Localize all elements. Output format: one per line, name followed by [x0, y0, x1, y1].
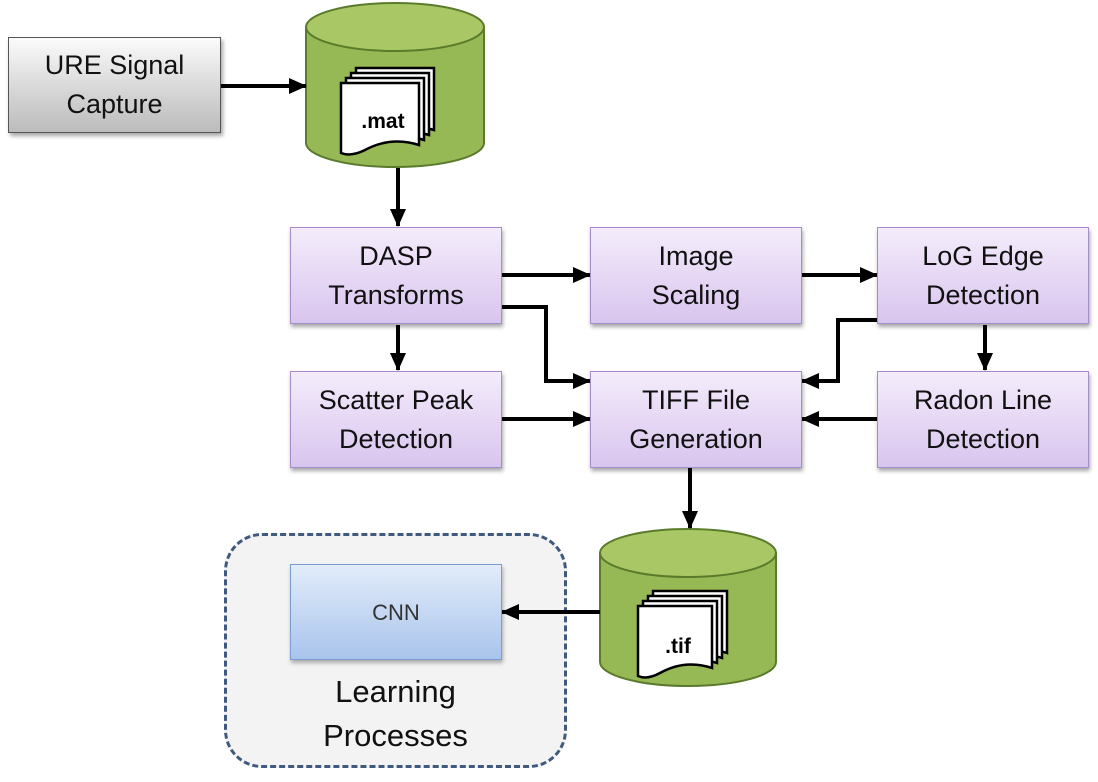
group-label-line-1: Learning [335, 674, 456, 709]
radon-line-detection-label: Radon Line Detection [914, 381, 1052, 459]
tiff-gen-line-2: Generation [629, 423, 763, 454]
mat-cylinder-top [305, 2, 485, 52]
dasp-label-line-2: Transforms [328, 279, 464, 310]
log-edge-line-1: LoG Edge [922, 240, 1044, 271]
log-edge-detection-label: LoG Edge Detection [922, 237, 1044, 315]
image-scaling-line-2: Scaling [651, 279, 741, 310]
log-edge-line-2: Detection [925, 279, 1041, 310]
scatter-peak-line-1: Scatter Peak [318, 384, 474, 415]
image-scaling-line-1: Image [658, 240, 734, 271]
scatter-peak-detection-label: Scatter Peak Detection [319, 381, 474, 459]
group-label-line-2: Processes [323, 718, 468, 753]
learning-processes-label: Learning Processes [224, 670, 567, 758]
arrow-log-edge-to-tiff [801, 318, 877, 389]
cnn-label: CNN [372, 599, 420, 625]
image-scaling-box: Image Scaling [590, 227, 802, 324]
radon-line-1: Radon Line [913, 384, 1053, 415]
tiff-file-generation-box: TIFF File Generation [590, 371, 802, 468]
image-scaling-label: Image Scaling [652, 237, 741, 315]
ure-signal-capture-box: URE Signal Capture [8, 37, 221, 133]
radon-line-2: Detection [925, 423, 1041, 454]
tiff-gen-line-1: TIFF File [642, 384, 750, 415]
tif-file-stack-icon [636, 589, 729, 679]
ure-label-line-1: URE Signal [44, 50, 185, 80]
cnn-box: CNN [290, 564, 502, 660]
radon-line-detection-box: Radon Line Detection [877, 371, 1089, 468]
dasp-transforms-box: DASP Transforms [290, 227, 502, 324]
log-edge-detection-box: LoG Edge Detection [877, 227, 1089, 324]
scatter-peak-detection-box: Scatter Peak Detection [290, 371, 502, 468]
tif-cylinder-top [599, 528, 777, 578]
mat-file-extension: .mat [361, 110, 404, 133]
dasp-transforms-label: DASP Transforms [328, 237, 464, 315]
arrow-dasp-to-tiff [502, 305, 591, 389]
ure-signal-capture-label: URE Signal Capture [45, 46, 185, 124]
ure-label-line-2: Capture [66, 89, 163, 119]
tif-file-extension: .tif [665, 635, 692, 658]
mat-file-stack-icon [339, 66, 436, 156]
dasp-label-line-1: DASP [359, 240, 433, 271]
tiff-file-generation-label: TIFF File Generation [629, 381, 763, 459]
scatter-peak-line-2: Detection [338, 423, 454, 454]
